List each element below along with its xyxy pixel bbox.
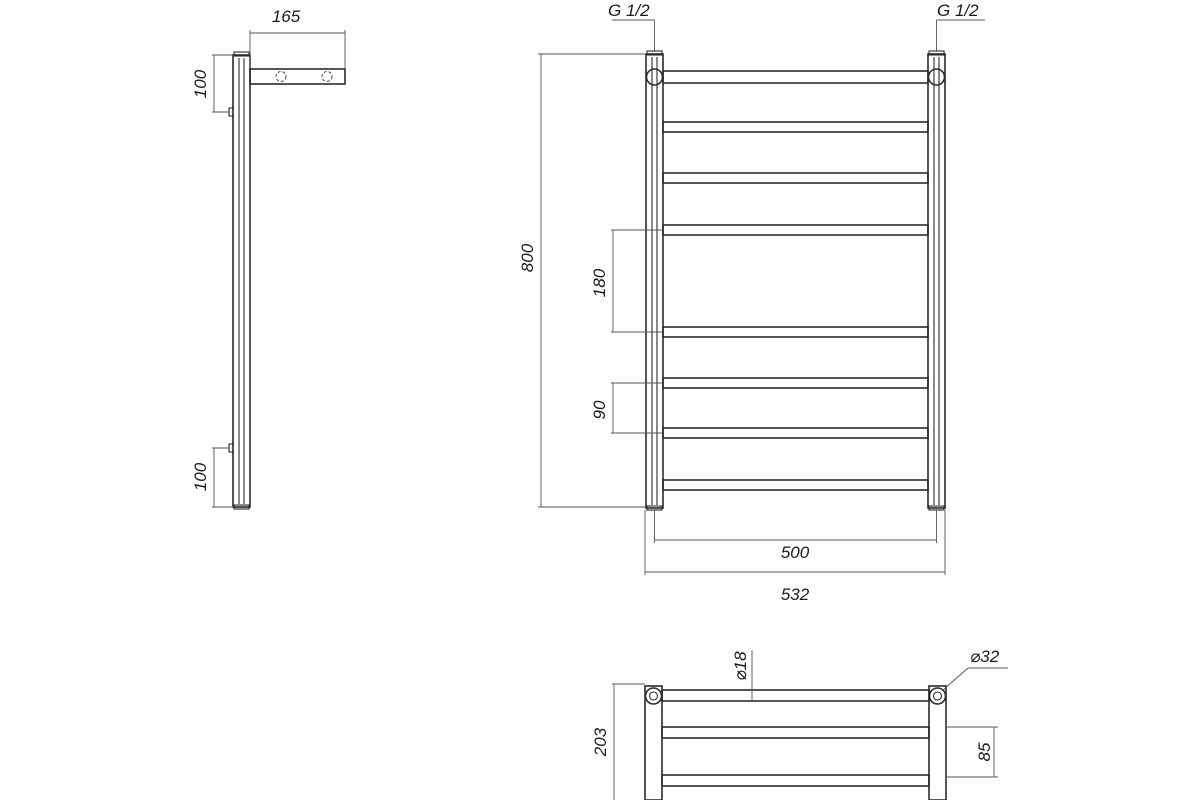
dim-bar-diameter: ⌀18 [731,651,750,681]
thread-label-left: G 1/2 [608,1,650,20]
front-post-right [927,53,946,509]
front-view: G 1/2 G 1/2 800 180 90 500 532 [518,1,985,604]
crossbar [662,326,929,338]
side-shelf-arm [249,68,346,85]
crossbar [662,172,929,184]
crossbars [662,70,929,491]
dim-total-width: 532 [781,585,810,604]
dim-post-diameter: ⌀32 [970,647,1000,666]
crossbar [662,121,929,133]
crossbar [662,224,929,236]
top-bar [661,726,930,739]
inlet-right [927,68,946,86]
front-post-left [645,53,664,509]
top-post-left [644,685,663,800]
crossbar [662,377,929,389]
thread-label-right: G 1/2 [937,1,979,20]
dim-shelf-spacing: 85 [975,742,994,761]
crossbar [662,427,929,439]
dim-depth: 203 [591,727,610,757]
dim-bar-gap-small: 90 [590,400,609,419]
side-post [232,54,251,508]
crossbar [662,479,929,491]
dim-bar-gap-large: 180 [590,268,609,297]
dim-side-width: 165 [272,7,301,26]
inlet-left [645,68,664,86]
top-post-right [928,685,947,800]
side-view: 165 100 100 [191,7,346,510]
top-bar [661,774,930,787]
dim-height: 800 [518,243,537,272]
dim-side-top: 100 [191,69,210,98]
dim-side-bottom: 100 [191,462,210,491]
crossbar [662,70,929,84]
top-bar [661,689,930,702]
dim-center-distance: 500 [781,543,810,562]
top-view: ⌀18 ⌀32 203 85 [591,647,1008,800]
